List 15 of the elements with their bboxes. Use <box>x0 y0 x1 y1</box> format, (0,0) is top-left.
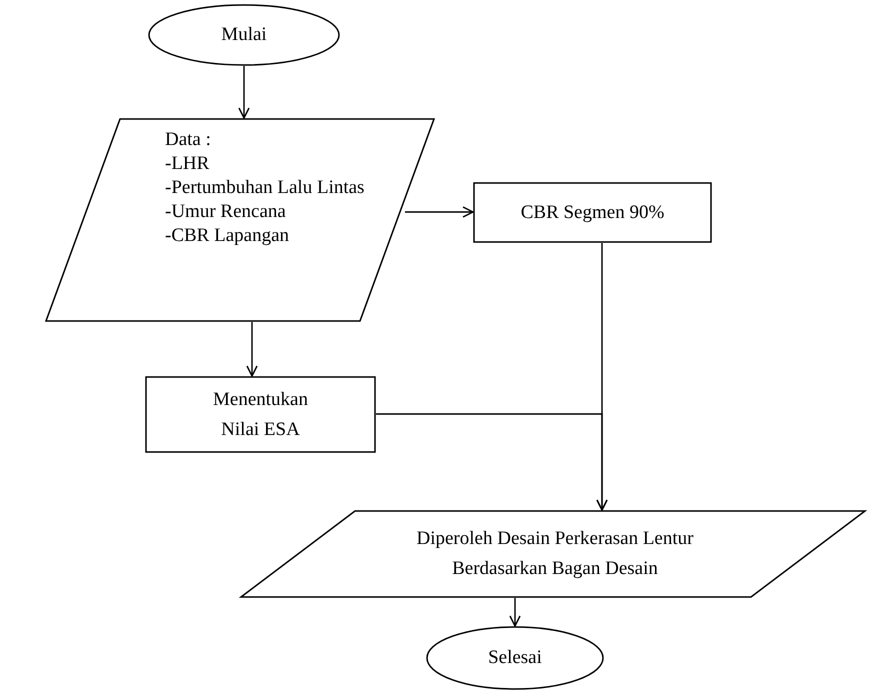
node-label: -Umur Rencana <box>165 200 287 224</box>
node-label: Data : <box>165 128 212 152</box>
node-label: CBR Segmen 90% <box>520 200 664 224</box>
arrow <box>238 66 250 119</box>
node-label: -Pertumbuhan Lalu Lintas <box>165 176 366 200</box>
arrow <box>405 206 474 218</box>
arrow <box>376 413 608 511</box>
arrow <box>509 598 521 627</box>
node-label: -LHR <box>165 152 210 176</box>
node-label: Menentukan Nilai ESA <box>212 388 309 442</box>
node-label: Diperoleh Desain Perkerasan Lentur Berdasarkan Bagan Desain <box>416 527 694 581</box>
arrow <box>246 322 258 377</box>
node-label: Selesai <box>488 646 542 670</box>
node-label: -CBR Lapangan <box>165 224 290 248</box>
node-label: Mulai <box>221 23 267 47</box>
